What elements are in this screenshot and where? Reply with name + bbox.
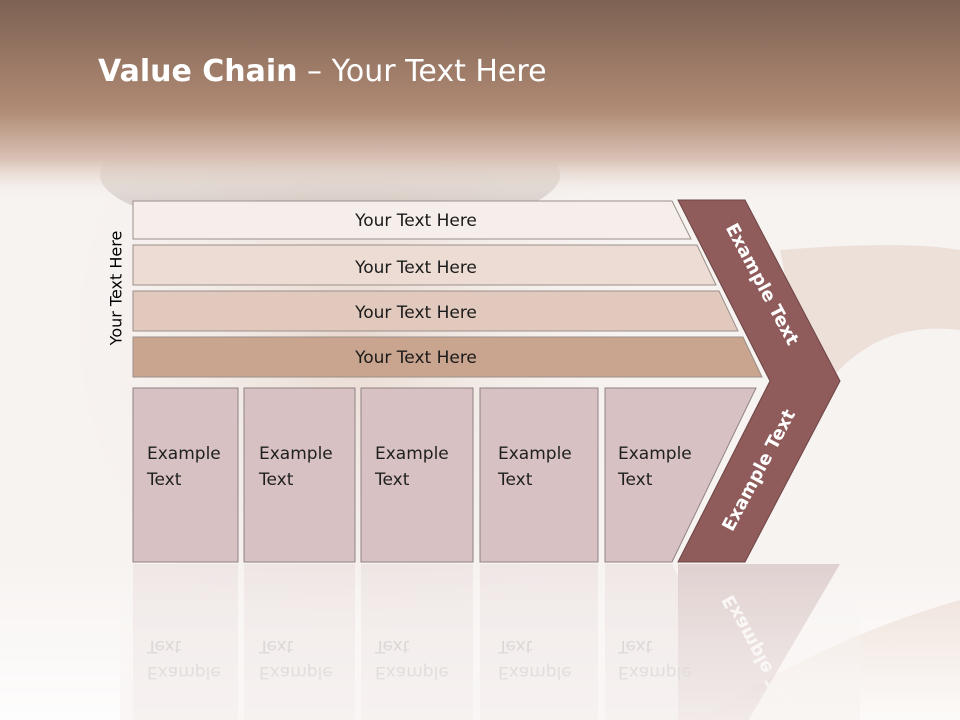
- box-1-line1: Example: [147, 444, 221, 464]
- box-2-line2: Text: [258, 470, 294, 490]
- chevron-shape: [677, 199, 841, 563]
- box-3-line1: Example: [375, 444, 449, 464]
- support-rows: Your Text Here Your Text Here Your Text …: [132, 200, 763, 378]
- box-4-line2: Text: [497, 470, 533, 490]
- row-1-label: Your Text Here: [354, 211, 477, 231]
- row-2-shape: [132, 244, 717, 286]
- box-5-line2: Text: [617, 470, 653, 490]
- row-2-label: Your Text Here: [354, 258, 477, 278]
- box-1: [132, 387, 239, 563]
- box-1-line2: Text: [146, 470, 182, 490]
- box-2: [243, 387, 356, 563]
- title-bold: Value Chain: [98, 54, 298, 89]
- box-4-line1: Example: [498, 444, 572, 464]
- box-4: [479, 387, 599, 563]
- box-5-line1: Example: [618, 444, 692, 464]
- row-3-shape: [132, 290, 739, 332]
- box-3: [360, 387, 474, 563]
- row-4-shape: [132, 336, 763, 378]
- primary-boxes: Example Text Example Text Example Text E…: [132, 387, 757, 563]
- slide-title: Value Chain – Your Text Here: [98, 54, 547, 89]
- row-3-label: Your Text Here: [354, 303, 477, 323]
- row-1-shape: [132, 200, 692, 240]
- margin-chevron: Example Text Example Text: [677, 199, 841, 563]
- title-rest: – Your Text Here: [297, 54, 547, 89]
- reflection-fade: [120, 562, 860, 720]
- row-4-label: Your Text Here: [354, 348, 477, 368]
- box-2-line1: Example: [259, 444, 333, 464]
- box-3-line2: Text: [374, 470, 410, 490]
